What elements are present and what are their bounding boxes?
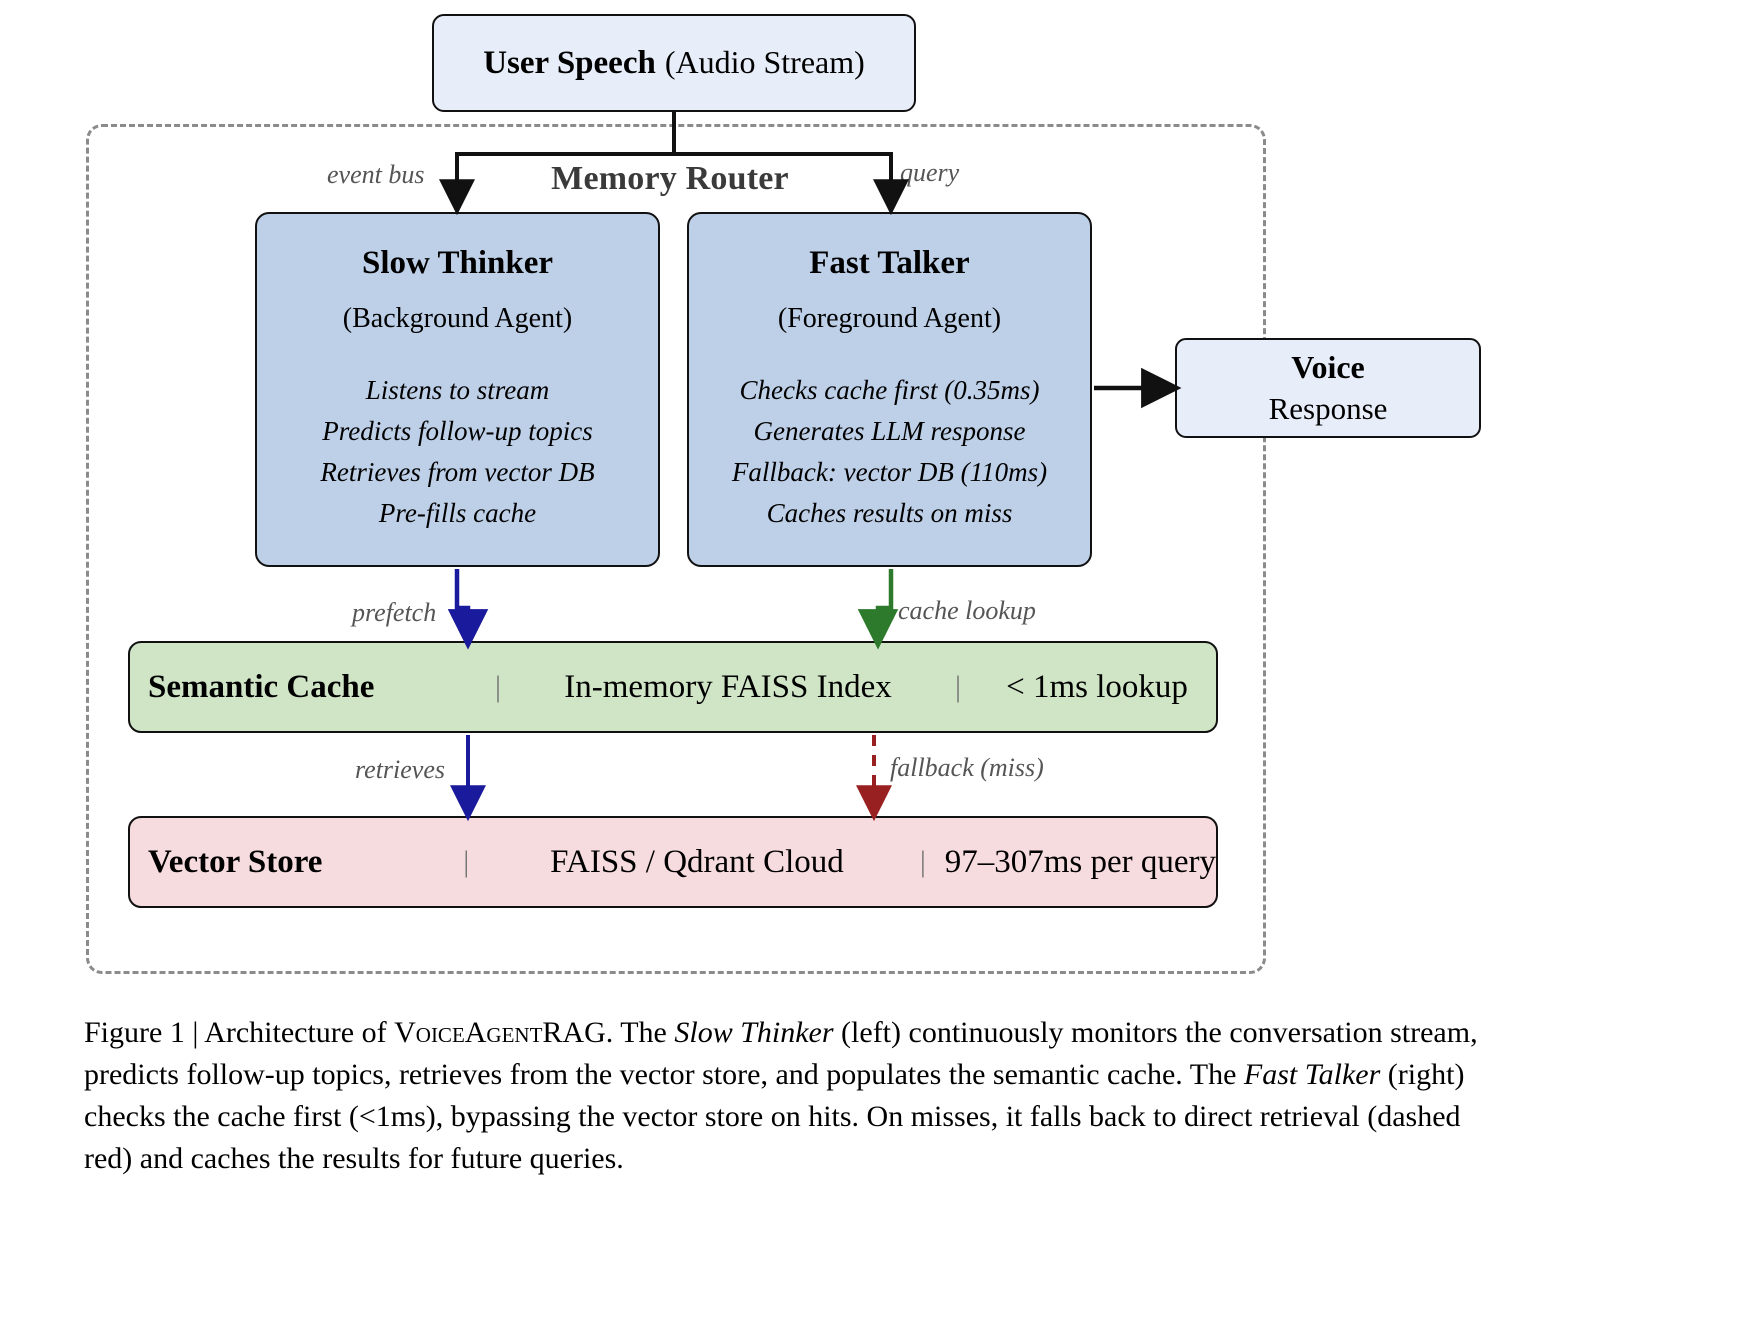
vector-store-node: Vector Store | FAISS / Qdrant Cloud | 97… bbox=[128, 816, 1218, 908]
edge-label-event-bus: event bus bbox=[327, 160, 425, 189]
separator: | bbox=[463, 845, 470, 878]
separator: | bbox=[954, 670, 961, 703]
slow-thinker-item: Pre-fills cache bbox=[378, 498, 537, 529]
fast-talker-node: Fast Talker (Foreground Agent) Checks ca… bbox=[687, 212, 1092, 567]
edge-label-fallback: fallback (miss) bbox=[890, 753, 1044, 782]
voice-response-title: Voice bbox=[1291, 349, 1365, 386]
separator: | bbox=[494, 670, 501, 703]
fast-talker-item: Caches results on miss bbox=[766, 498, 1013, 529]
caption-system-name: VoiceAgentRAG bbox=[394, 1016, 606, 1049]
fast-talker-title: Fast Talker bbox=[809, 244, 970, 281]
fast-talker-item: Fallback: vector DB (110ms) bbox=[731, 457, 1048, 488]
vector-store-name: Vector Store bbox=[148, 843, 323, 880]
fast-talker-item: Generates LLM response bbox=[753, 416, 1026, 447]
fast-talker-item: Checks cache first (0.35ms) bbox=[739, 375, 1040, 406]
slow-thinker-item: Predicts follow-up topics bbox=[322, 416, 593, 447]
caption-figure-number: Figure 1 bbox=[84, 1016, 185, 1049]
caption-emphasis-slow-thinker: Slow Thinker bbox=[674, 1016, 834, 1049]
slow-thinker-title: Slow Thinker bbox=[361, 244, 554, 281]
semantic-cache-node: Semantic Cache | In-memory FAISS Index |… bbox=[128, 641, 1218, 733]
semantic-cache-detail: In-memory FAISS Index bbox=[564, 668, 892, 705]
voice-response-subtitle: Response bbox=[1268, 390, 1388, 426]
edge-label-prefetch: prefetch bbox=[352, 598, 437, 627]
caption-emphasis-fast-talker: Fast Talker bbox=[1243, 1058, 1381, 1091]
edge-label-cache-lookup: cache lookup bbox=[898, 596, 1036, 625]
user-speech-node: User Speech (Audio Stream) bbox=[432, 14, 916, 112]
caption-part2: (left) continuously monitors the convers… bbox=[84, 1016, 1478, 1091]
user-speech-subtitle: (Audio Stream) bbox=[664, 43, 865, 80]
caption-part1: . The bbox=[605, 1016, 667, 1049]
caption-part3: (right) checks the cache first (<1ms), b… bbox=[84, 1058, 1465, 1175]
voice-response-node: Voice Response bbox=[1175, 338, 1481, 438]
vector-store-detail: FAISS / Qdrant Cloud bbox=[550, 843, 844, 880]
separator: | bbox=[919, 845, 926, 878]
fast-talker-subtitle: (Foreground Agent) bbox=[777, 303, 1002, 335]
slow-thinker-node: Slow Thinker (Background Agent) Listens … bbox=[255, 212, 660, 567]
caption-lead: Architecture of bbox=[204, 1016, 387, 1049]
slow-thinker-item: Listens to stream bbox=[365, 375, 550, 406]
user-speech-title: User Speech bbox=[483, 44, 656, 81]
semantic-cache-name: Semantic Cache bbox=[148, 668, 375, 705]
caption-divider: | bbox=[192, 1016, 199, 1049]
memory-router-label: Memory Router bbox=[551, 160, 789, 197]
vector-store-latency: 97–307ms per query bbox=[944, 843, 1216, 880]
edge-label-query: query bbox=[900, 158, 960, 187]
slow-thinker-subtitle: (Background Agent) bbox=[342, 303, 573, 335]
edge-label-retrieves: retrieves bbox=[355, 755, 445, 784]
slow-thinker-item: Retrieves from vector DB bbox=[320, 457, 595, 488]
figure-caption: Figure 1 | Architecture of VoiceAgentRAG… bbox=[84, 1012, 1504, 1180]
semantic-cache-latency: < 1ms lookup bbox=[1006, 668, 1188, 705]
